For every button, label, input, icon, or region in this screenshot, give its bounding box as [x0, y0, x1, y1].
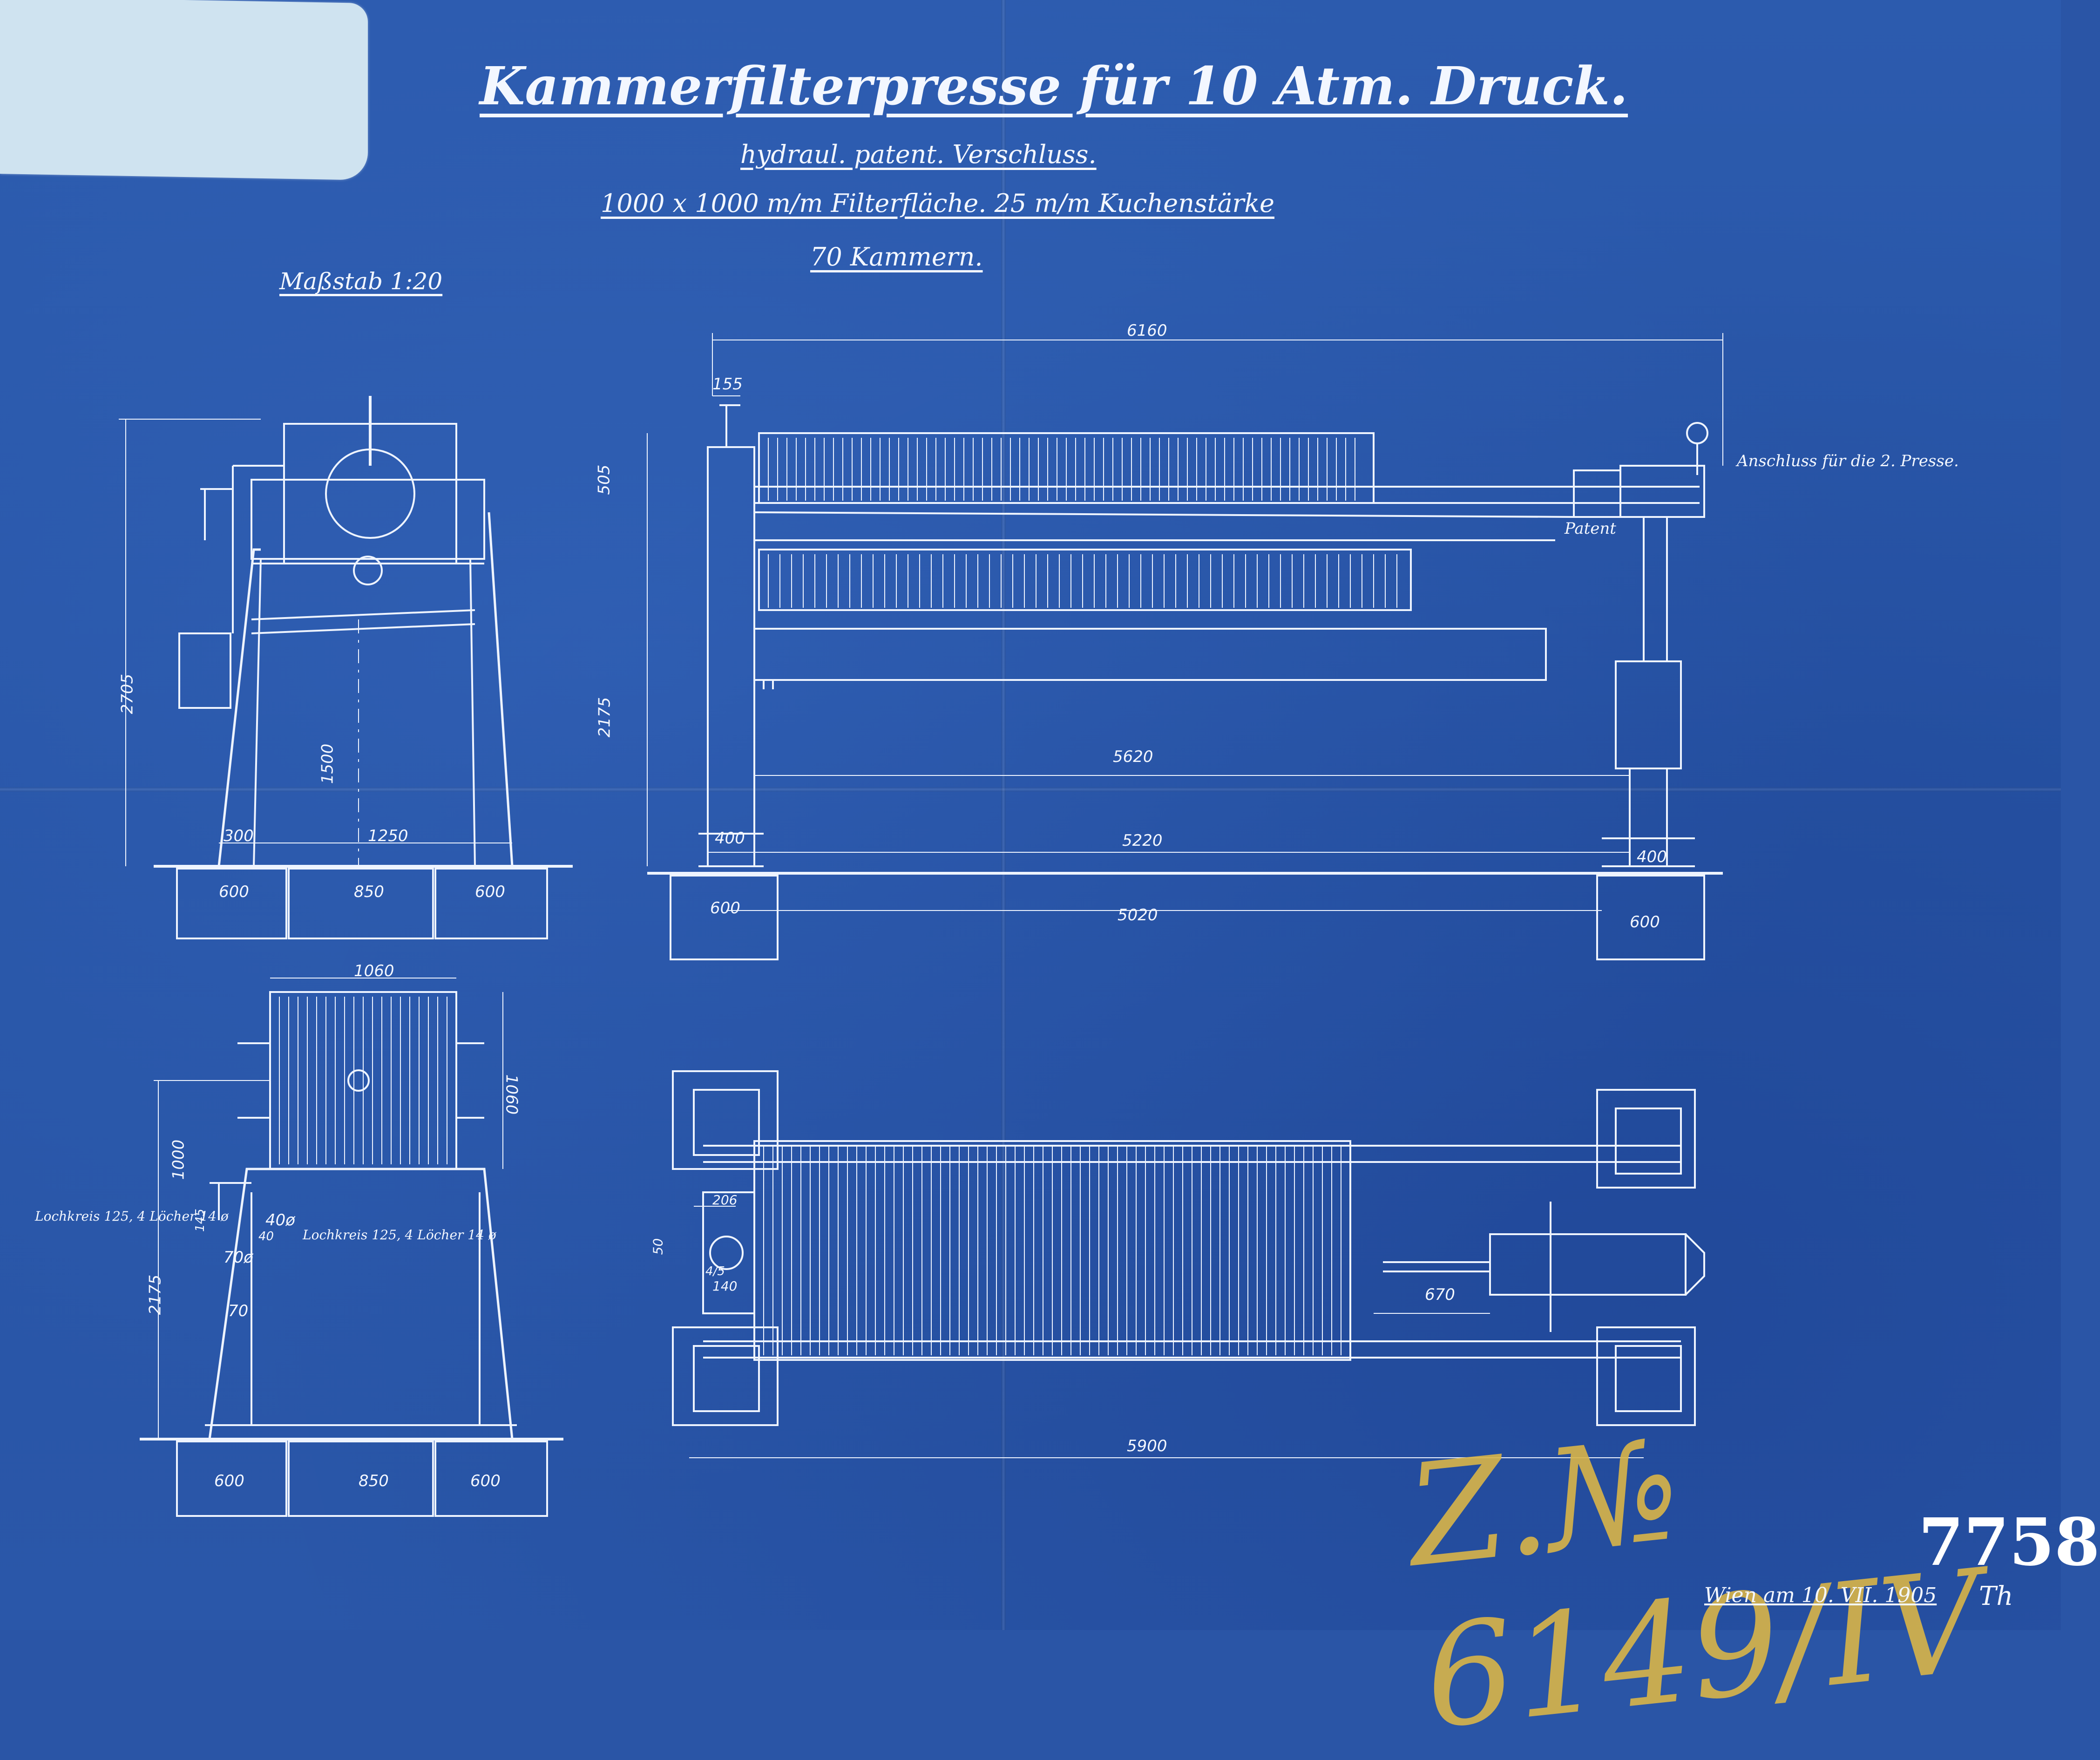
dim-plan-d1: 40ø: [265, 1211, 296, 1230]
dim-plan-found-mid: 850: [359, 1472, 389, 1490]
dim-top-50: 50: [650, 1238, 666, 1255]
initials: Th: [1979, 1581, 2013, 1611]
subtitle-filter-area: 1000 x 1000 m/m Filterfläche. 25 m/m Kuc…: [601, 189, 1275, 218]
dim-plan-h1: 145: [193, 1209, 207, 1232]
dim-side-upper: 505: [595, 464, 614, 495]
dim-side-found-right: 600: [1630, 913, 1660, 931]
drawing-title: Kammerfilterpresse für 10 Atm. Druck.: [480, 56, 1628, 117]
connection-note: Anschluss für die 2. Presse.: [1737, 452, 1959, 470]
dim-plan-found-left: 600: [214, 1472, 244, 1490]
subtitle-chambers: 70 Kammern.: [810, 242, 983, 272]
fold-line-horizontal: [0, 787, 2061, 792]
dim-plan-d4: 70ø: [224, 1248, 254, 1267]
side-view: [647, 333, 1723, 960]
dim-side-height: 2175: [595, 697, 614, 738]
dim-side-base-left: 400: [715, 829, 745, 848]
dim-plan-width: 1060: [354, 962, 394, 980]
subtitle-closure: hydraul. patent. Verschluss.: [740, 140, 1097, 169]
dim-side-found-left: 600: [710, 899, 740, 917]
dim-front-found-right: 600: [475, 883, 505, 901]
patent-label: Patent: [1565, 519, 1616, 538]
dim-top-length: 5900: [1127, 1437, 1167, 1455]
front-view: [119, 396, 573, 939]
dim-top-140: 140: [712, 1278, 738, 1294]
dim-side-length-2: 5220: [1122, 831, 1163, 850]
dim-top-670: 670: [1425, 1285, 1455, 1304]
dim-side-length-3: 5020: [1118, 906, 1158, 924]
hole-note-right: Lochkreis 125, 4 Löcher 14 ø: [303, 1227, 496, 1243]
dim-top-415: 4/5: [705, 1264, 725, 1278]
hole-note-left: Lochkreis 125, 4 Löcher 14 ø: [35, 1209, 229, 1224]
scale-label: Maßstab 1:20: [279, 268, 443, 295]
dim-front-found-left: 600: [219, 883, 249, 901]
dim-plan-d2: 40: [258, 1230, 274, 1244]
dim-front-height: 2705: [118, 673, 137, 714]
archive-stamp-number: 7758: [1918, 1504, 2100, 1581]
dim-side-overall: 6160: [1127, 321, 1167, 340]
date-signature: Wien am 10. VII. 1905: [1704, 1583, 1937, 1607]
dim-side-base-right: 400: [1637, 848, 1667, 866]
dim-side-length-1: 5620: [1113, 747, 1153, 766]
fold-line-vertical: [1001, 0, 1006, 1630]
dim-front-axis: 1500: [318, 743, 337, 784]
dim-plan-height: 1000: [169, 1139, 188, 1180]
end-view: [140, 978, 563, 1517]
dim-front-found-mid: 850: [354, 883, 384, 901]
dim-front-base-left: 300: [224, 827, 254, 845]
dim-side-top: 155: [712, 375, 743, 394]
dim-plan-h2: 2175: [146, 1274, 165, 1315]
dim-top-206: 206: [712, 1192, 738, 1208]
dim-front-base-width: 1250: [368, 827, 408, 845]
plan-view: [672, 1070, 1705, 1458]
technical-drawing: [119, 333, 1723, 1517]
dim-plan-depth: 1060: [502, 1074, 521, 1115]
dim-plan-d3: 70: [228, 1302, 249, 1320]
dim-plan-found-right: 600: [470, 1472, 501, 1490]
